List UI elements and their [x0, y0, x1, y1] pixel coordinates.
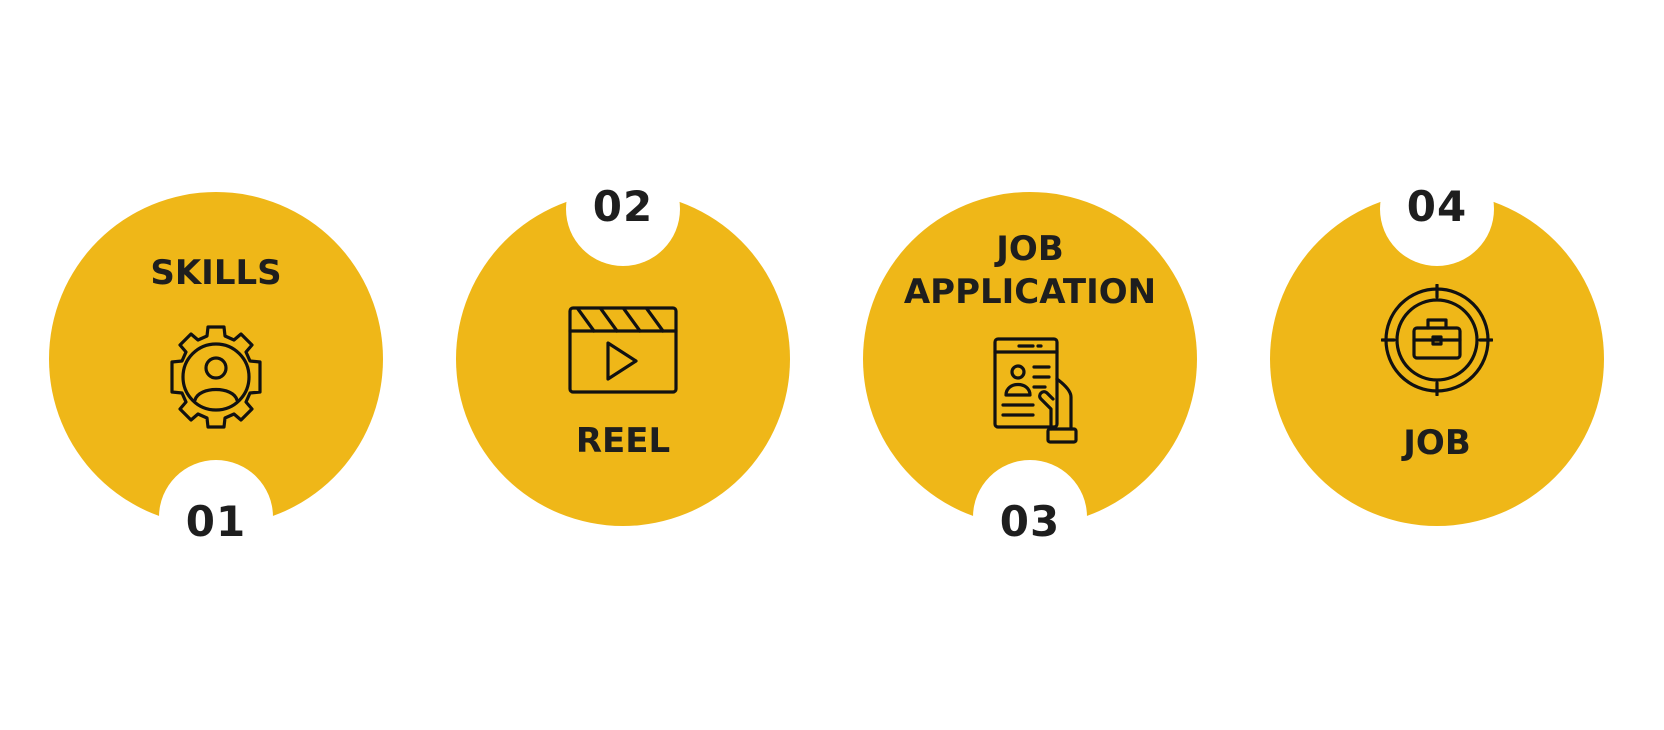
resume-hand-icon — [993, 337, 1078, 444]
number-notch — [159, 460, 273, 574]
step-number: 01 — [185, 497, 247, 546]
step-skills: SKILLS 01 — [49, 192, 383, 574]
step-reel: REEL 02 — [456, 152, 790, 526]
number-notch — [566, 152, 680, 266]
number-notch — [1380, 152, 1494, 266]
video-player-icon — [568, 306, 678, 394]
step-number: 03 — [999, 497, 1061, 546]
step-label: JOB APPLICATION — [903, 229, 1157, 312]
step-job-application: JOB APPLICATION 03 — [863, 192, 1197, 574]
target-briefcase-icon — [1381, 284, 1493, 396]
step-label: JOB — [1403, 423, 1471, 463]
number-notch — [973, 460, 1087, 574]
step-label: SKILLS — [150, 253, 282, 293]
step-label: REEL — [575, 421, 671, 461]
step-job: JOB 04 — [1270, 152, 1604, 526]
step-number: 02 — [592, 182, 654, 231]
step-number: 04 — [1406, 182, 1468, 231]
gear-user-icon — [170, 325, 262, 429]
